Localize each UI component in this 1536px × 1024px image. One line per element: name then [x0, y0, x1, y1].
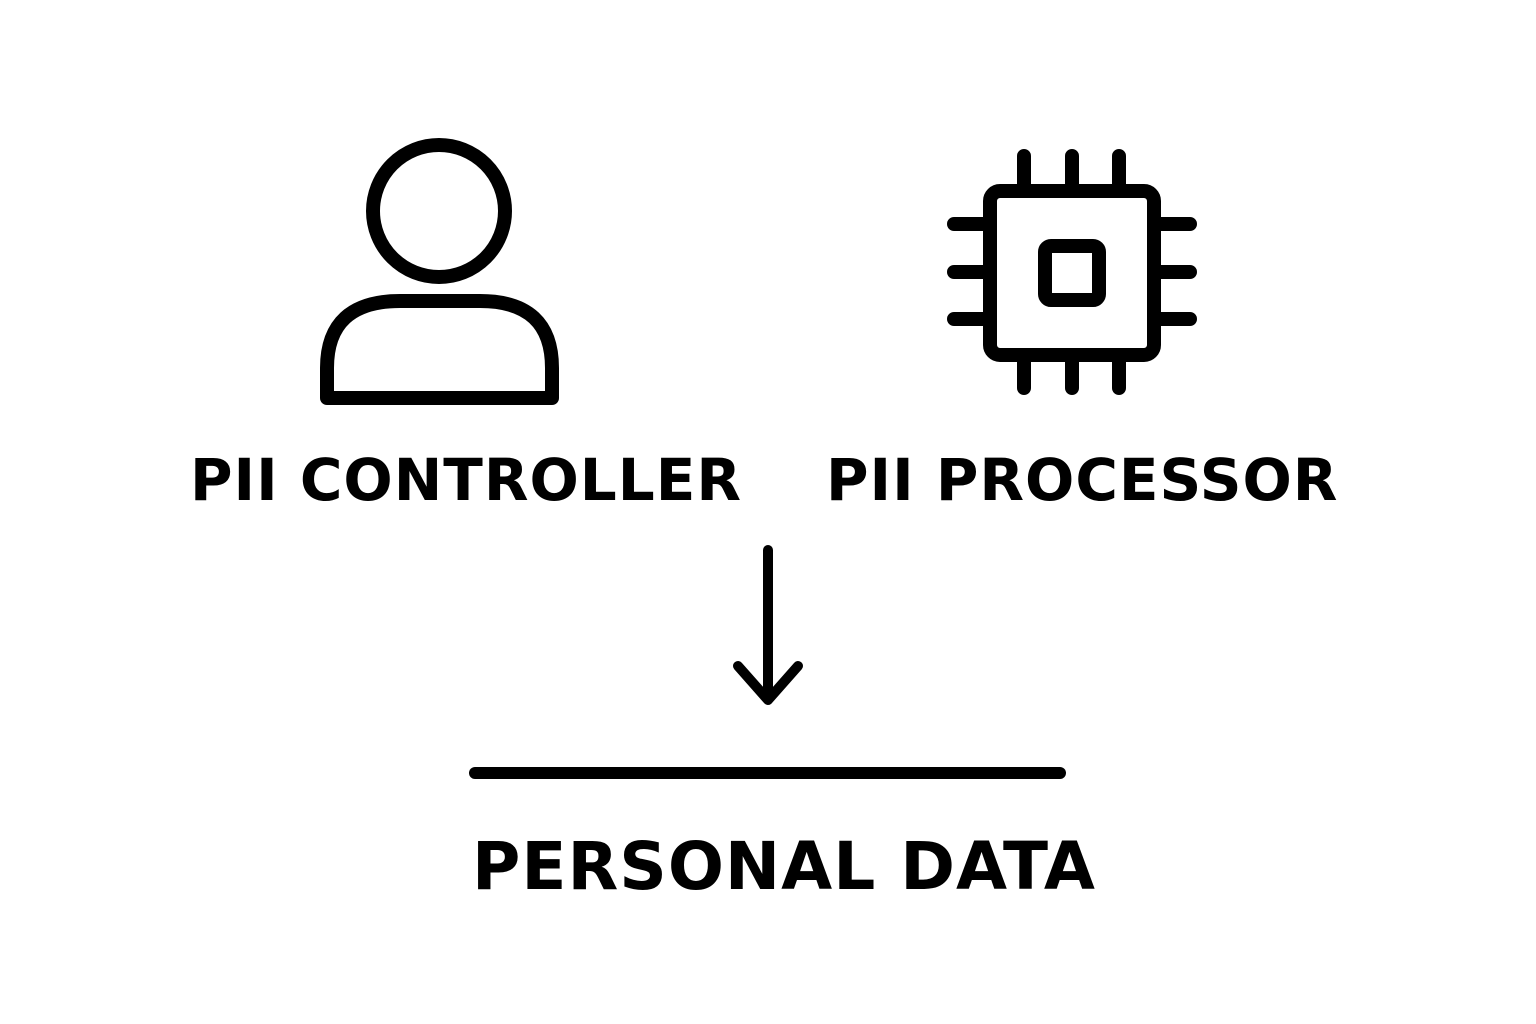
person-icon	[320, 138, 559, 405]
controller-label: PII CONTROLLER	[190, 446, 743, 514]
processor-label: PII PROCESSOR	[826, 446, 1339, 514]
chip-icon	[947, 149, 1197, 395]
personal-data-label: PERSONAL DATA	[472, 828, 1096, 905]
down-arrow-icon	[733, 545, 803, 705]
